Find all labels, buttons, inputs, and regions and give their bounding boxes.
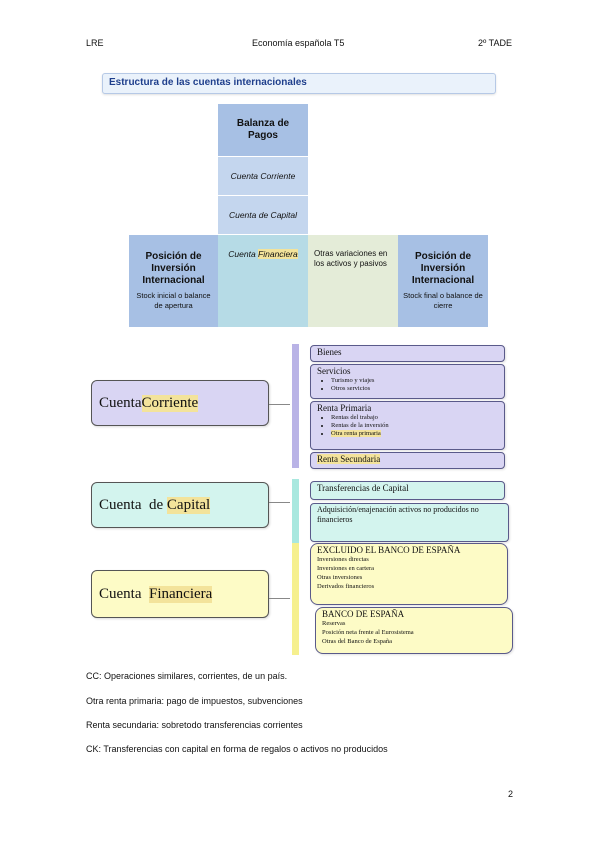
diagram-title: Estructura de las cuentas internacionale… bbox=[109, 77, 307, 88]
cuenta-corriente-cell: Cuenta Corriente bbox=[218, 157, 308, 195]
note-cc: CC: Operaciones similares, corrientes, d… bbox=[86, 671, 288, 681]
page-number: 2 bbox=[508, 789, 514, 799]
piin-final-title: Posición de Inversión Internacional bbox=[411, 251, 475, 286]
connector-line bbox=[269, 598, 290, 599]
piin-final-sub: Stock final o balance de cierre bbox=[403, 291, 483, 310]
excluido-box: EXCLUIDO EL BANCO DE ESPAÑA Inversiones … bbox=[310, 543, 508, 605]
cc-bracket bbox=[292, 344, 299, 468]
balanza-de-pagos-cell: Balanza de Pagos bbox=[218, 104, 308, 156]
otras-variaciones-label: Otras variaciones en los activos y pasiv… bbox=[314, 249, 388, 268]
servicios-box: Servicios Turismo y viajes Otros servici… bbox=[310, 364, 505, 399]
connector-line bbox=[269, 404, 290, 405]
piin-inicial-sub: Stock inicial o balance de apertura bbox=[136, 291, 211, 310]
cuenta-financiera-box: Cuenta Financiera bbox=[91, 570, 269, 618]
balanza-label: Balanza de Pagos bbox=[236, 118, 290, 141]
ck-bracket bbox=[292, 479, 299, 544]
note-renta-secundaria: Renta secundaria: sobretodo transferenci… bbox=[86, 720, 303, 730]
cuenta-corriente-box: Cuenta Corriente bbox=[91, 380, 269, 426]
header-left: LRE bbox=[86, 38, 104, 48]
piin-inicial-cell: Posición de Inversión Internacional Stoc… bbox=[129, 235, 218, 327]
header-right: 2º TADE bbox=[478, 38, 512, 48]
cuenta-capital-box: Cuenta de Capital bbox=[91, 482, 269, 528]
cuenta-capital-cell: Cuenta de Capital bbox=[218, 196, 308, 234]
header-title: Economía española T5 bbox=[252, 38, 345, 48]
banco-espana-box: BANCO DE ESPAÑA Reservas Posición neta f… bbox=[315, 607, 513, 654]
note-otra-renta: Otra renta primaria: pago de impuestos, … bbox=[86, 696, 303, 706]
connector-line bbox=[269, 502, 290, 503]
bienes-box: Bienes bbox=[310, 345, 505, 362]
cuenta-capital-label: Cuenta de Capital bbox=[228, 210, 298, 220]
otras-variaciones-cell: Otras variaciones en los activos y pasiv… bbox=[308, 235, 398, 327]
cuenta-corriente-label: Cuenta Corriente bbox=[230, 171, 296, 181]
cf-bracket bbox=[292, 543, 299, 655]
piin-inicial-title: Posición de Inversión Internacional bbox=[142, 251, 205, 286]
renta-secundaria-box: Renta Secundaria bbox=[310, 452, 505, 469]
diagram-title-bar: Estructura de las cuentas internacionale… bbox=[102, 73, 496, 94]
piin-final-cell: Posición de Inversión Internacional Stoc… bbox=[398, 235, 488, 327]
adquisicion-box: Adquisición/enajenación activos no produ… bbox=[310, 503, 509, 542]
note-ck: CK: Transferencias con capital en forma … bbox=[86, 744, 388, 754]
transferencias-box: Transferencias de Capital bbox=[310, 481, 505, 500]
cuenta-financiera-cell: Cuenta Financiera bbox=[218, 235, 308, 327]
renta-primaria-box: Renta Primaria Rentas del trabajo Rentas… bbox=[310, 401, 505, 450]
cuenta-financiera-label: Cuenta Financiera bbox=[228, 249, 298, 259]
